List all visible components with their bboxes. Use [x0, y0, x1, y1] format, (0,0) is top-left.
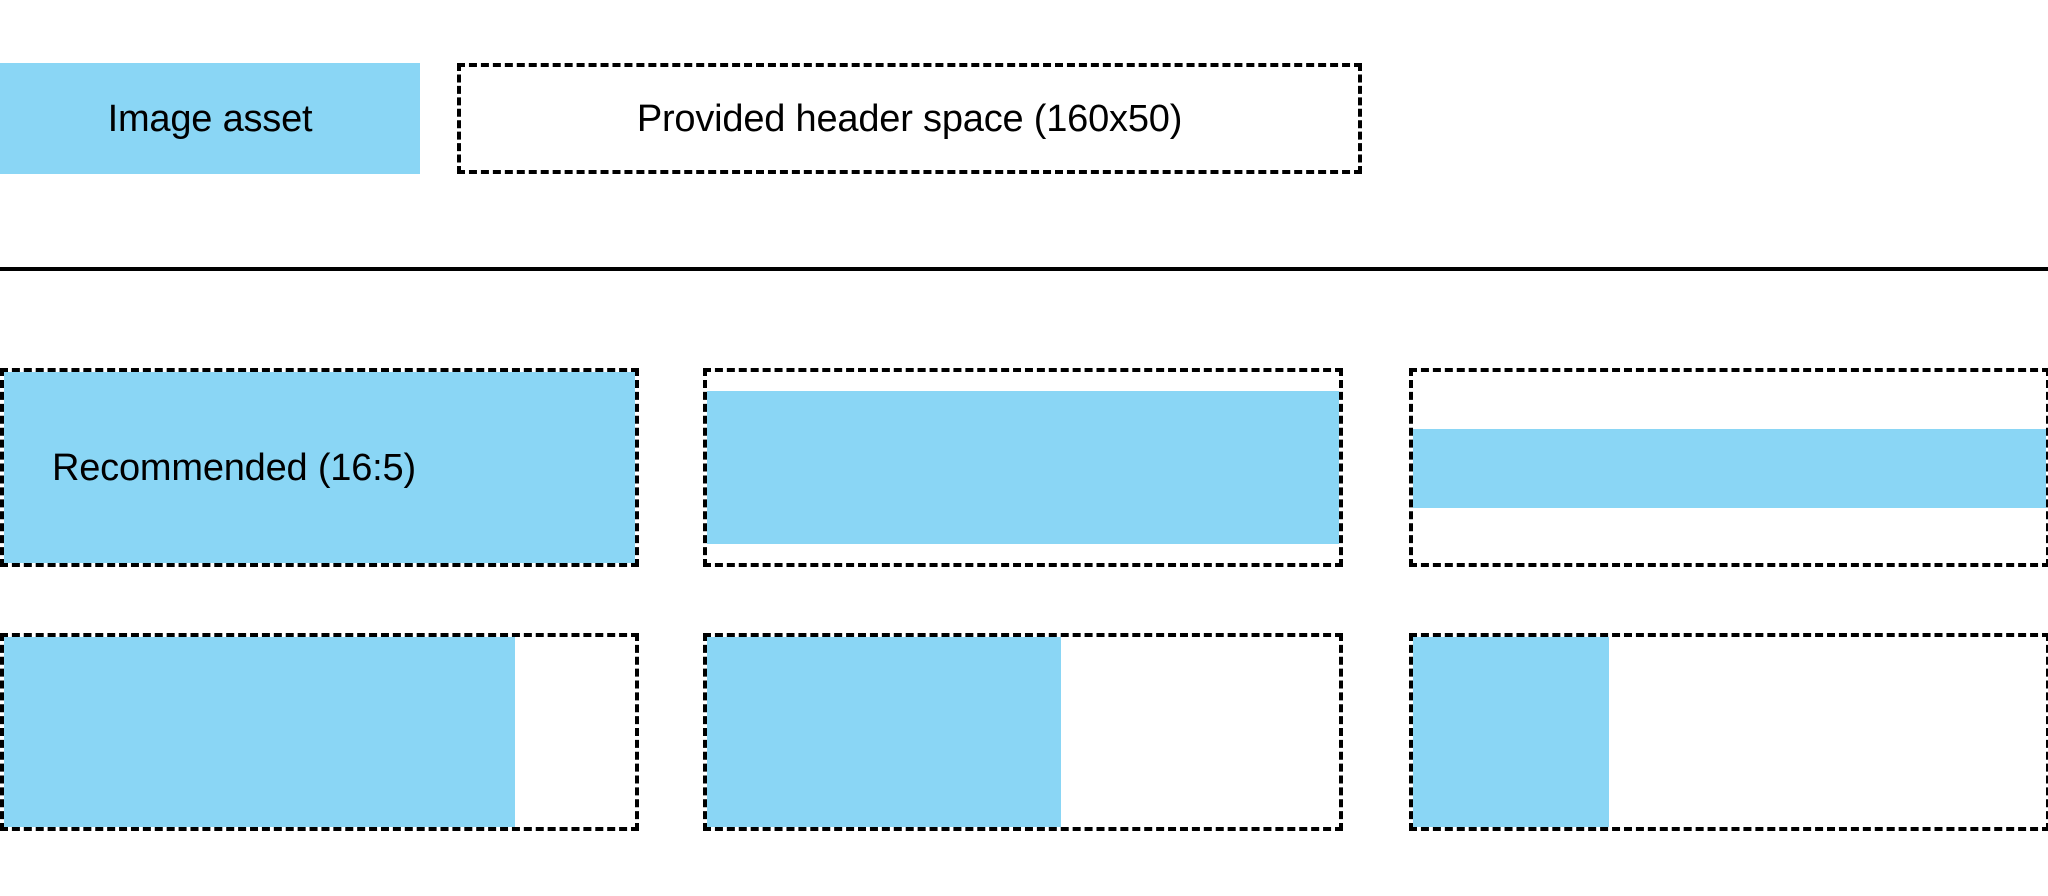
recommended-ratio-label: Recommended (16:5) — [52, 446, 416, 489]
header-row: Image asset Provided header space (160x5… — [0, 63, 2048, 174]
provided-header-space-label: Provided header space (160x50) — [636, 97, 1183, 140]
ratio-cell-recommended: Recommended (16:5) — [0, 368, 639, 567]
ratio-fill — [4, 637, 516, 827]
ratio-fill — [1413, 429, 2046, 508]
image-asset-label: Image asset — [107, 97, 313, 140]
section-divider — [0, 267, 2048, 271]
ratio-cell-wide-inset — [703, 368, 1343, 567]
ratio-fill — [707, 637, 1061, 827]
ratio-cell-narrow-56 — [703, 633, 1343, 831]
ratio-fill — [1413, 637, 1610, 827]
ratio-fill — [707, 391, 1339, 544]
ratio-cell-narrow-31 — [1409, 633, 2048, 831]
image-asset-swatch: Image asset — [0, 63, 420, 174]
provided-header-space-box: Provided header space (160x50) — [457, 63, 1362, 174]
ratio-fill — [4, 372, 635, 563]
ratio-cell-narrow-81 — [0, 633, 639, 831]
ratio-cell-wide-short — [1409, 368, 2048, 567]
